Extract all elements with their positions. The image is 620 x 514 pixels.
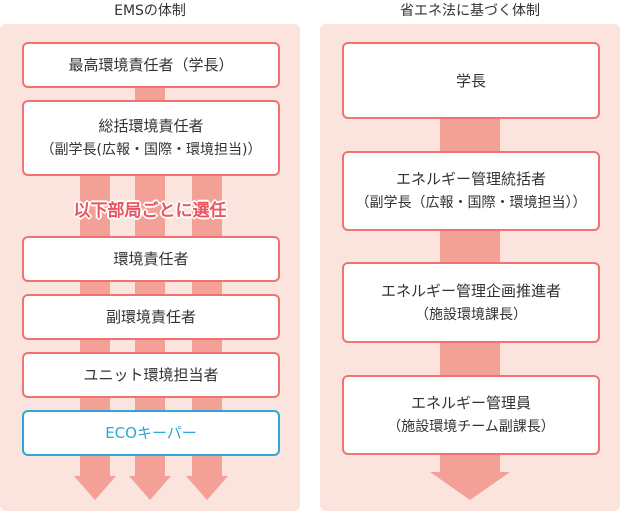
- ems-box-general-manager: 総括環境責任者 （副学長(広報・国際・環境担当)）: [22, 100, 280, 176]
- ems-box-top-manager: 最高環境責任者（学長）: [22, 42, 280, 88]
- energy-box-chief-manager: エネルギー管理統括者 （副学長（広報・国際・環境担当））: [342, 151, 600, 231]
- box-label: ユニット環境担当者: [83, 366, 219, 384]
- select-per-department-label: 以下部局ごとに選任: [73, 201, 227, 221]
- energy-column-title: 省エネ法に基づく体制: [400, 3, 540, 19]
- box-label: 環境責任者: [113, 250, 189, 268]
- energy-box-president: 学長: [342, 42, 600, 119]
- box-label: ECOキーパー: [105, 424, 197, 442]
- box-label: 総括環境責任者: [98, 117, 204, 135]
- box-sublabel: （副学長（広報・国際・環境担当））: [355, 195, 587, 211]
- ems-column-title: EMSの体制: [114, 3, 186, 19]
- down-arrow-icon: [129, 476, 171, 500]
- energy-box-energy-manager: エネルギー管理員 （施設環境チーム副課長）: [342, 375, 600, 455]
- box-sublabel: （副学長(広報・国際・環境担当)）: [40, 142, 262, 158]
- box-label: 最高環境責任者（学長）: [68, 56, 234, 74]
- ems-box-env-manager: 環境責任者: [22, 236, 280, 282]
- energy-box-planning-promoter: エネルギー管理企画推進者 （施設環境課長）: [342, 262, 600, 343]
- box-label: 学長: [455, 71, 486, 90]
- box-label: エネルギー管理企画推進者: [380, 281, 561, 300]
- ems-box-eco-keeper: ECOキーパー: [22, 410, 280, 456]
- box-label: エネルギー管理統括者: [395, 170, 546, 188]
- box-label: 副環境責任者: [105, 308, 196, 326]
- down-arrow-icon: [74, 476, 116, 500]
- ems-box-deputy-env-manager: 副環境責任者: [22, 294, 280, 340]
- ems-box-unit-env-staff: ユニット環境担当者: [22, 352, 280, 398]
- ems-connector: [135, 86, 165, 102]
- box-label: エネルギー管理員: [410, 394, 531, 412]
- box-sublabel: （施設環境チーム副課長）: [387, 419, 555, 435]
- down-arrow-icon: [430, 472, 510, 500]
- down-arrow-icon: [186, 476, 228, 500]
- box-sublabel: （施設環境課長）: [415, 306, 527, 323]
